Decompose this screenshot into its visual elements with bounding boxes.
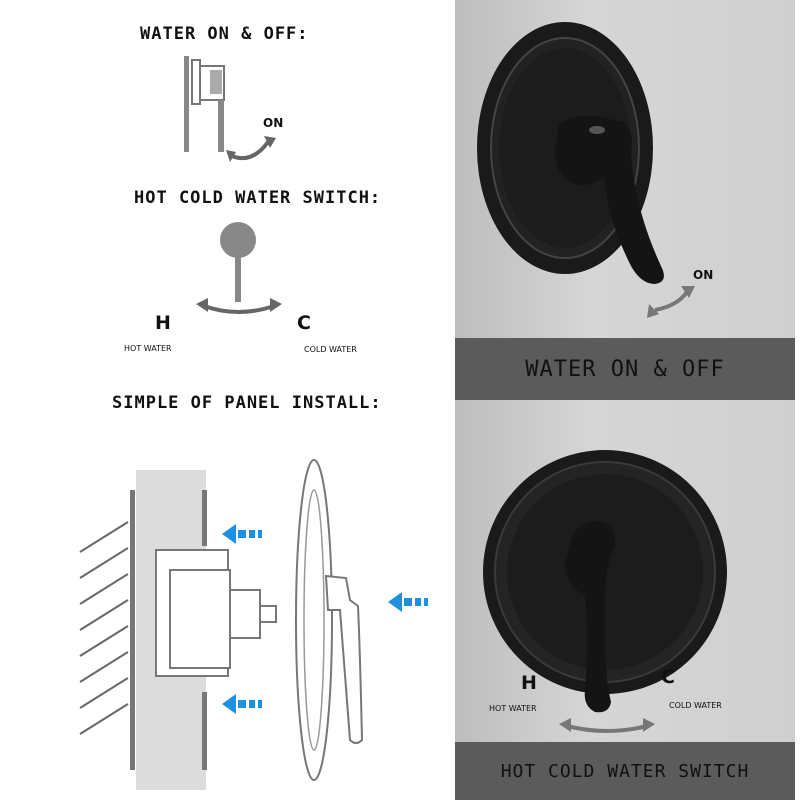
hot-cold-banner: HOT COLD WATER SWITCH [455,742,795,800]
water-on-off-banner: WATER ON & OFF [455,338,795,400]
photo-hot-letter: H [521,672,537,694]
curved-arrow-icon [203,304,275,314]
curved-arrow-icon [566,724,648,733]
cold-water-caption: COLD WATER [304,345,357,354]
left-panel: WATER ON & OFF: ON HOT COLD WATER SWITCH… [79,24,428,790]
curved-arrow-icon [231,140,270,161]
photo-cold-letter: C [661,666,675,688]
curved-arrow-icon [654,290,689,312]
top-on-label: ON [693,268,714,282]
shower-valve-trim-image [477,22,695,318]
hot-letter: H [155,312,171,334]
blue-arrow-icon [222,694,262,714]
right-panel: ON WATER ON & OFF H C HOT WATER COLD WAT… [455,0,800,800]
photo-hot-water-caption: HOT WATER [489,704,537,713]
panel-install-diagram [79,459,428,790]
top-photo: ON [455,0,795,338]
panel-install-heading: SIMPLE OF PANEL INSTALL: [112,393,382,413]
water-on-off-heading: WATER ON & OFF: [140,24,309,44]
hot-water-caption: HOT WATER [124,344,172,353]
bottom-photo: H C HOT WATER COLD WATER [455,400,795,742]
on-label: ON [263,116,284,130]
shower-valve-trim-image [483,450,727,733]
blue-arrow-icon [222,524,262,544]
photo-cold-water-caption: COLD WATER [669,701,722,710]
hot-cold-lever-diagram [196,222,282,314]
cold-letter: C [297,312,311,334]
blue-arrow-icon [388,592,428,612]
lever-side-diagram [184,56,276,162]
hot-cold-heading: HOT COLD WATER SWITCH: [134,188,382,208]
